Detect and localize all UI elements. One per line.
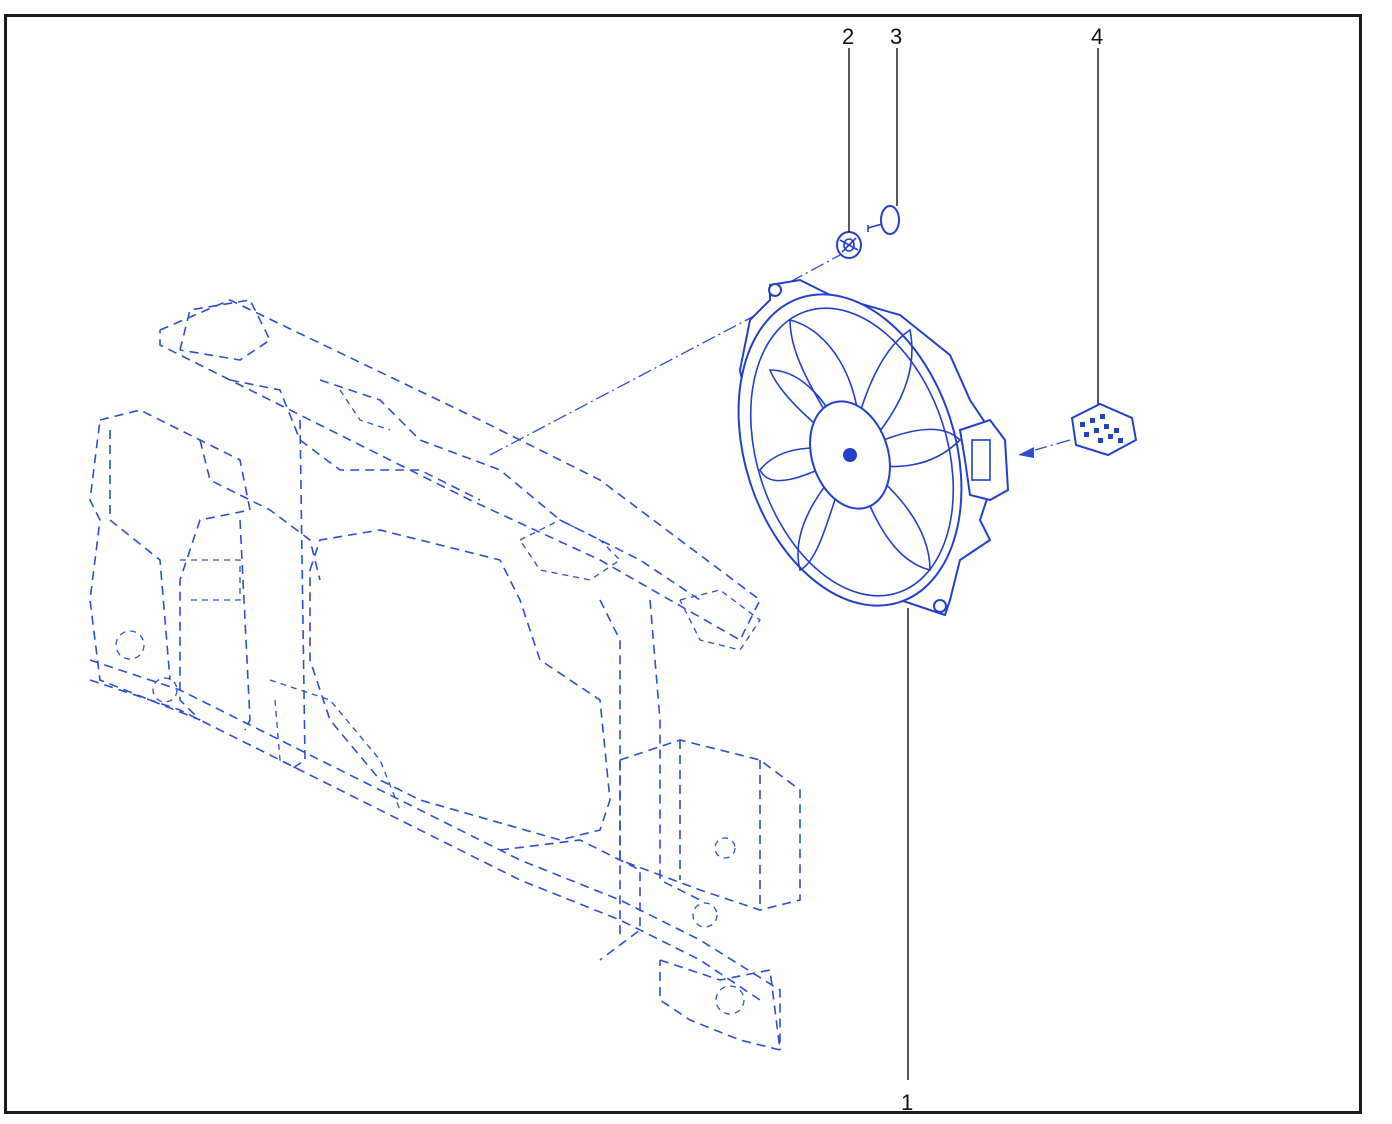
connector-arrow-icon bbox=[1018, 447, 1034, 458]
callout-1: 1 bbox=[901, 1090, 913, 1115]
leader-lines bbox=[848, 48, 1099, 1080]
fan-resistor-connector-part bbox=[1070, 402, 1138, 457]
cooling-fan-assembly bbox=[737, 278, 1010, 617]
callout-4: 4 bbox=[1091, 24, 1103, 49]
mounting-guide-line bbox=[489, 304, 776, 456]
fan-nut-part bbox=[836, 231, 862, 259]
fan-hub-icon bbox=[843, 448, 857, 462]
callout-3: 3 bbox=[890, 24, 902, 49]
fan-washer-clip-part bbox=[867, 205, 900, 235]
front-end-carrier-ghost bbox=[89, 299, 801, 1052]
nut-guide-line bbox=[789, 254, 841, 283]
connector-guide-line bbox=[1034, 439, 1071, 451]
callout-2: 2 bbox=[842, 24, 854, 49]
